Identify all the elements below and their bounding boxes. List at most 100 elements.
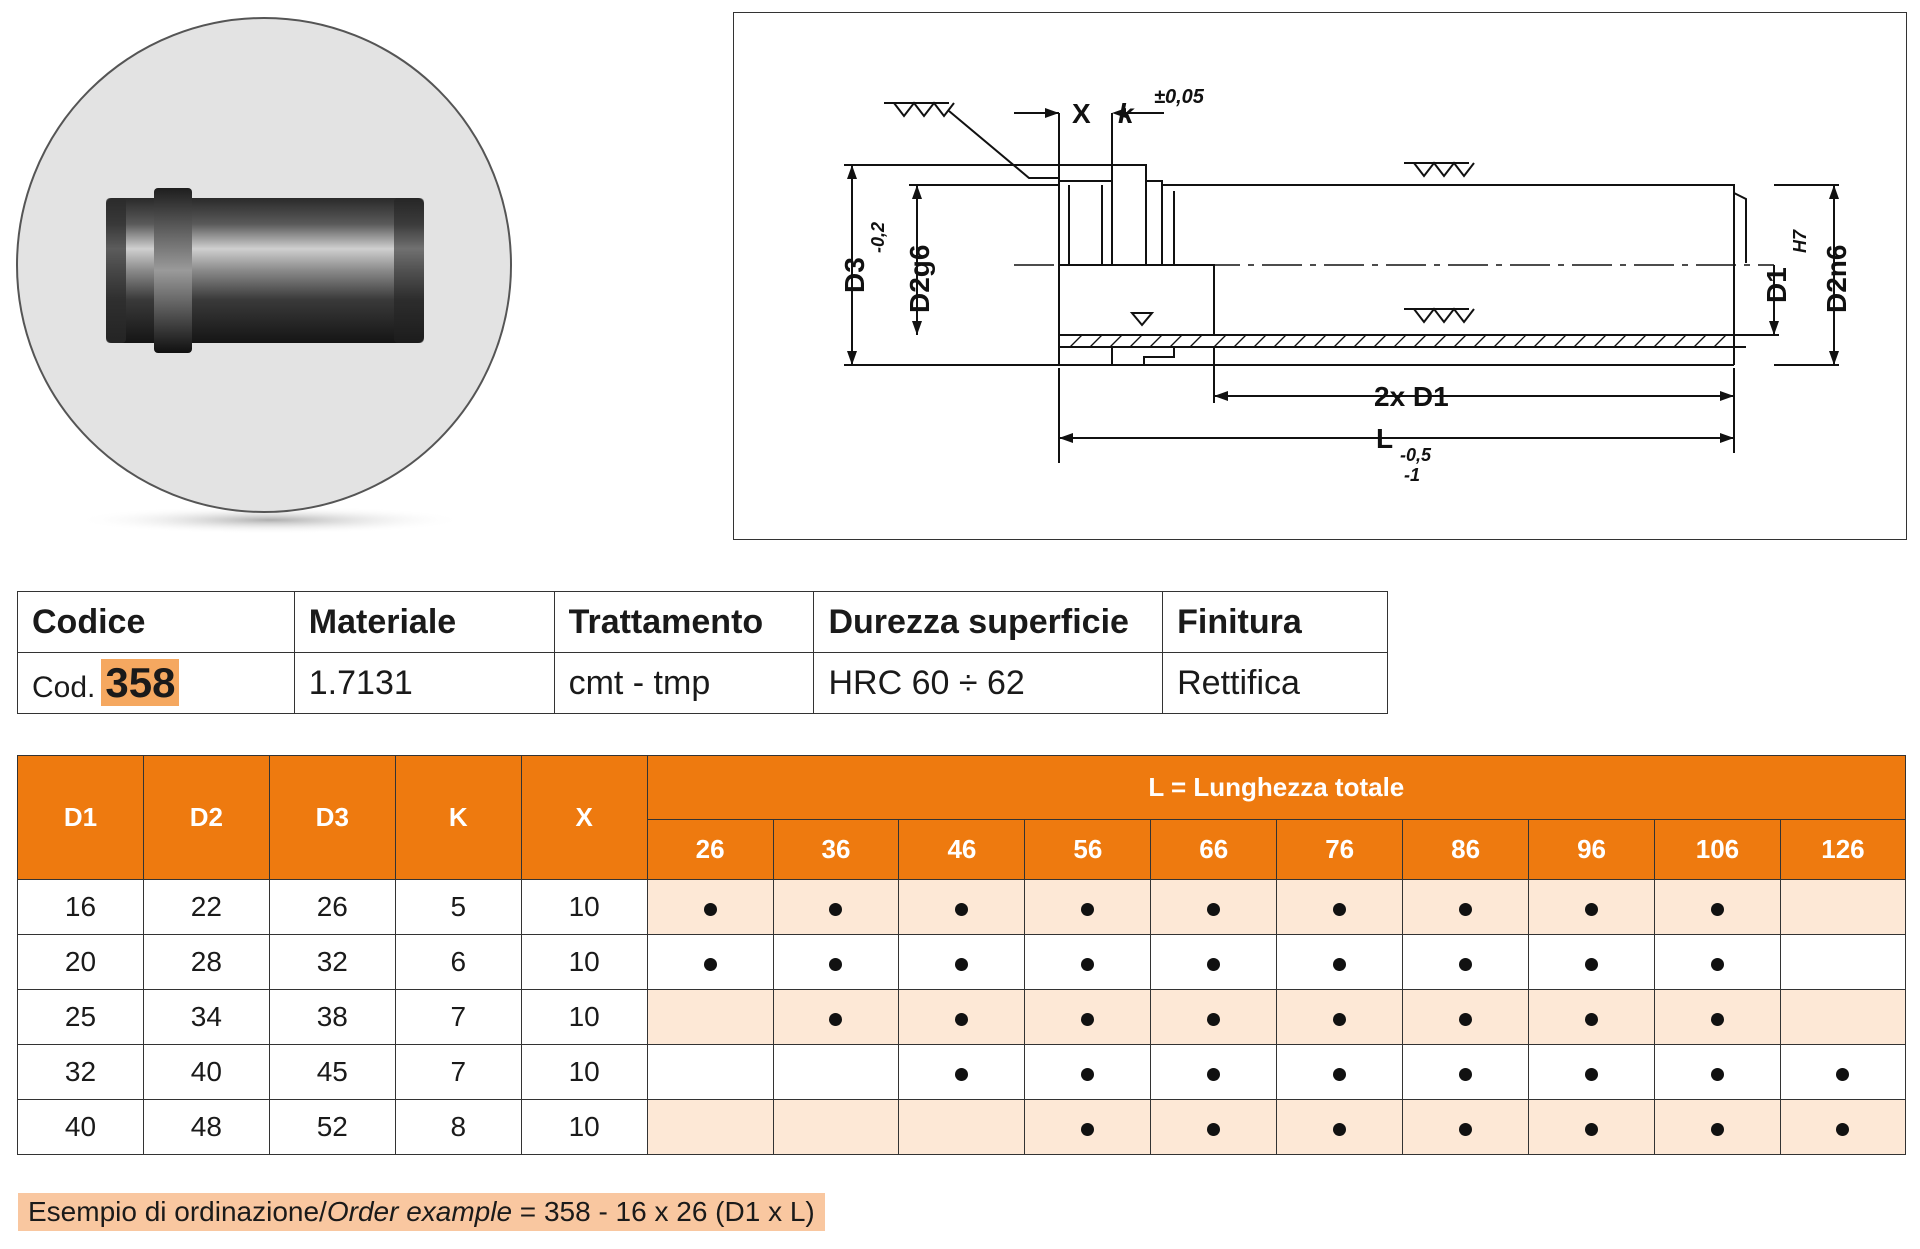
dim-d2g6-label: D2g6: [904, 245, 935, 313]
available-dot-icon: [1710, 1123, 1724, 1136]
cell-d1: 40: [17, 1099, 144, 1155]
availability-cell: [646, 1044, 774, 1100]
spec-header-length: 46: [898, 819, 1026, 880]
available-dot-icon: [1207, 958, 1221, 971]
info-hardness: HRC 60 ÷ 62: [813, 652, 1164, 714]
availability-cell: [1528, 989, 1655, 1045]
availability-cell: [1402, 934, 1530, 990]
availability-cell: [772, 1044, 900, 1100]
availability-cell: [1150, 1099, 1278, 1155]
dim-l-label: L: [1376, 423, 1393, 454]
order-example-suffix: = 358 - 16 x 26 (D1 x L): [512, 1196, 815, 1227]
info-value-row: Cod.358 1.7131 cmt - tmp HRC 60 ÷ 62 Ret…: [17, 652, 1388, 714]
cell-d1: 16: [17, 879, 144, 935]
info-material: 1.7131: [293, 652, 555, 714]
spec-header-d1: D1: [17, 755, 144, 880]
availability-cell: [1528, 879, 1655, 935]
availability-cell: [898, 1099, 1026, 1155]
availability-cell: [1276, 1044, 1404, 1100]
availability-cell: [1653, 879, 1781, 935]
info-header-treatment: Trattamento: [553, 591, 815, 653]
order-example-italic: Order example: [326, 1196, 513, 1227]
spec-header-row-2: 26 36 46 56 66 76 86 96 106 126: [18, 819, 1907, 880]
availability-cell: [1528, 934, 1655, 990]
availability-cell: [772, 1099, 900, 1155]
spec-header-length: 106: [1653, 819, 1781, 880]
product-photo: [14, 10, 514, 535]
info-header-code: Codice: [17, 591, 295, 653]
cell-d3: 32: [268, 934, 396, 990]
available-dot-icon: [955, 1013, 969, 1026]
spec-header-length: 86: [1402, 819, 1530, 880]
cell-d1: 32: [17, 1044, 144, 1100]
availability-cell: [1779, 1044, 1907, 1100]
technical-drawing: X k ±0,05 D3 -0,2 D2g6 D1 H7 D2n6 2x D1 …: [733, 12, 1907, 540]
available-dot-icon: [1459, 903, 1473, 916]
availability-cell: [898, 879, 1026, 935]
available-dot-icon: [955, 958, 969, 971]
info-code-cell: Cod.358: [17, 652, 295, 714]
cell-d2: 34: [142, 989, 270, 1045]
availability-cell: [1276, 934, 1404, 990]
available-dot-icon: [829, 1013, 843, 1026]
code-number: 358: [101, 659, 180, 706]
cell-x: 10: [520, 1044, 648, 1100]
availability-cell: [1024, 1044, 1152, 1100]
spec-header-length: 36: [772, 819, 900, 880]
available-dot-icon: [1585, 1123, 1599, 1136]
cell-d3: 45: [268, 1044, 396, 1100]
available-dot-icon: [1207, 1068, 1221, 1081]
cell-k: 5: [394, 879, 522, 935]
available-dot-icon: [1585, 1013, 1599, 1026]
cell-k: 7: [394, 1044, 522, 1100]
availability-cell: [646, 934, 774, 990]
availability-cell: [1276, 1099, 1404, 1155]
available-dot-icon: [1585, 903, 1599, 916]
availability-cell: [1024, 879, 1152, 935]
available-dot-icon: [1333, 958, 1347, 971]
availability-cell: [1402, 879, 1530, 935]
availability-cell: [772, 934, 900, 990]
info-header-finish: Finitura: [1162, 591, 1388, 653]
info-header-material: Materiale: [293, 591, 555, 653]
cell-d1: 20: [17, 934, 144, 990]
spec-header-length: 76: [1276, 819, 1404, 880]
available-dot-icon: [1081, 958, 1095, 971]
availability-cell: [1024, 1099, 1152, 1155]
availability-cell: [1528, 1044, 1655, 1100]
availability-cell: [898, 1044, 1026, 1100]
spec-header-length: 26: [646, 819, 774, 880]
cell-d2: 40: [142, 1044, 270, 1100]
available-dot-icon: [1585, 1068, 1599, 1081]
available-dot-icon: [1459, 1068, 1473, 1081]
cell-d3: 38: [268, 989, 396, 1045]
available-dot-icon: [1081, 903, 1095, 916]
available-dot-icon: [1081, 1068, 1095, 1081]
spec-header-length: 66: [1150, 819, 1278, 880]
availability-cell: [1150, 989, 1278, 1045]
availability-cell: [1402, 1044, 1530, 1100]
cell-d2: 22: [142, 879, 270, 935]
availability-cell: [772, 989, 900, 1045]
available-dot-icon: [1710, 1013, 1724, 1026]
spec-header-length-title: L = Lunghezza totale: [646, 755, 1907, 820]
cell-x: 10: [520, 989, 648, 1045]
cell-d3: 26: [268, 879, 396, 935]
availability-cell: [1653, 934, 1781, 990]
availability-cell: [1779, 879, 1907, 935]
availability-cell: [1779, 934, 1907, 990]
spec-header-d3: D3: [268, 755, 396, 880]
code-prefix: Cod.: [32, 671, 96, 704]
available-dot-icon: [829, 903, 843, 916]
availability-cell: [898, 934, 1026, 990]
available-dot-icon: [1333, 1013, 1347, 1026]
availability-cell: [1653, 1044, 1781, 1100]
available-dot-icon: [703, 958, 717, 971]
spec-header-d2: D2: [142, 755, 270, 880]
dim-d3-label: D3: [839, 257, 870, 293]
availability-cell: [898, 989, 1026, 1045]
cell-x: 10: [520, 934, 648, 990]
